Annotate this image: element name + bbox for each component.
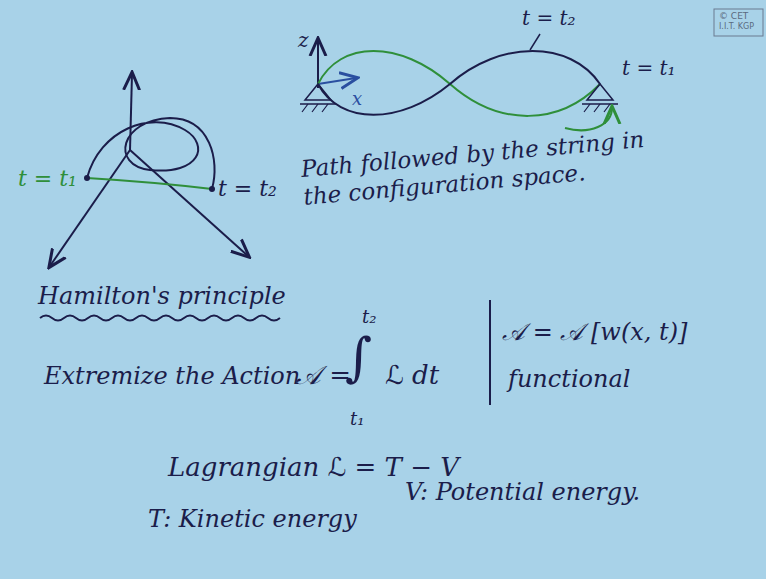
equation-text: 𝒜 = 𝒜 [w(x, t)] [502,318,687,347]
wavy-underline [40,316,280,321]
configuration-axes [50,74,248,266]
note-text: functional [508,365,630,394]
string-figure [300,34,618,130]
time-label: t = t₁ [18,166,77,192]
equation-text: ℒ dt [385,360,439,391]
note-text: Path followed by the string in the confi… [300,125,663,211]
watermark-box [714,9,763,36]
divider-line [489,300,491,405]
time-label: t = t₂ [522,6,576,30]
definition-text: T: Kinetic energy [148,505,357,534]
integral-limit: t₁ [350,408,364,430]
axis-label: x [352,88,362,110]
equation-text: 𝒜 = [296,360,351,391]
heading: Hamilton's principle [38,282,286,311]
watermark: I.I.T. KGP [719,22,754,32]
path-curves [84,118,215,192]
time-label: t = t₁ [622,56,676,80]
integral-sign: ∫ [345,326,372,388]
integral-limit: t₂ [362,306,376,328]
definition-text: V: Potential energy. [405,478,640,507]
equation-text: Extremize the Action [44,362,300,391]
time-label: t = t₂ [218,176,277,202]
axis-label: z [298,28,309,52]
watermark: © CET [719,11,748,22]
